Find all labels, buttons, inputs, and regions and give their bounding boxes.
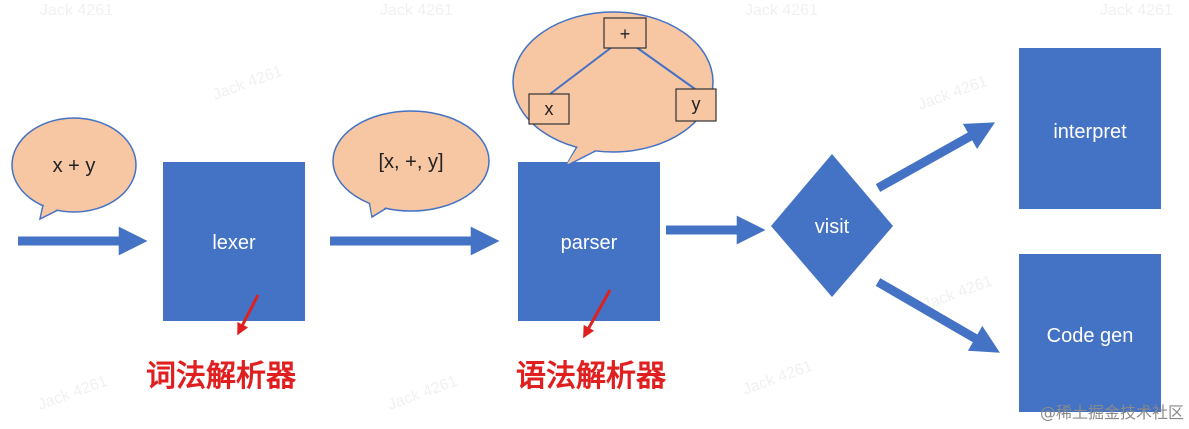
watermark-text: Jack 4261 xyxy=(380,2,453,19)
watermark-text: Jack 4261 xyxy=(916,73,990,114)
ast-right-text: y xyxy=(692,94,701,114)
parser-label: parser xyxy=(561,232,618,254)
arrow-visit-to-codegen xyxy=(875,278,1000,353)
watermark-text: Jack 4261 xyxy=(386,373,460,414)
watermark-text: Jack 4261 xyxy=(40,2,113,19)
token-bubble: [x, +, y] xyxy=(332,110,490,219)
watermark-text: Jack 4261 xyxy=(745,2,818,19)
bubble-shape xyxy=(11,117,137,213)
lexer-annotation-text: 词法解析器 xyxy=(146,359,297,394)
watermark-text: Jack 4261 xyxy=(921,273,995,314)
arrow-visit-to-interpret xyxy=(875,122,996,192)
watermark-text: Jack 4261 xyxy=(741,358,815,399)
ast-node-right xyxy=(675,88,717,122)
bubble-shape xyxy=(332,110,490,212)
parser-annotation-arrow xyxy=(583,289,612,339)
lexer-label: lexer xyxy=(212,232,256,254)
watermark-text: Jack 4261 xyxy=(1100,2,1173,19)
ast-edge-right xyxy=(635,46,696,90)
lexer-box xyxy=(163,162,305,321)
lexer-annotation-arrow xyxy=(237,294,260,336)
token-list-text: [x, +, y] xyxy=(378,151,443,173)
ast-node-root xyxy=(603,17,647,49)
interpret-label: interpret xyxy=(1053,121,1127,143)
input-expression-text: x + y xyxy=(53,155,96,177)
watermark-text: Jack 4261 xyxy=(211,63,285,104)
codegen-label: Code gen xyxy=(1047,325,1134,347)
parser-box xyxy=(518,162,660,321)
footer-watermark: @稀土掘金技术社区 xyxy=(1040,403,1184,422)
parser-annotation-text: 语法解析器 xyxy=(516,359,667,394)
interpret-box xyxy=(1019,48,1161,209)
ast-edge-left xyxy=(549,46,613,95)
ast-root-text: + xyxy=(620,24,631,44)
visit-label: visit xyxy=(815,216,850,238)
visit-node xyxy=(771,154,893,297)
watermark-text: Jack 4261 xyxy=(36,373,110,414)
ast-left-text: x xyxy=(545,99,554,119)
ast-bubble: + x y xyxy=(512,11,717,168)
codegen-box xyxy=(1019,254,1161,412)
ast-node-left xyxy=(528,93,570,125)
input-bubble: x + y xyxy=(11,117,137,221)
